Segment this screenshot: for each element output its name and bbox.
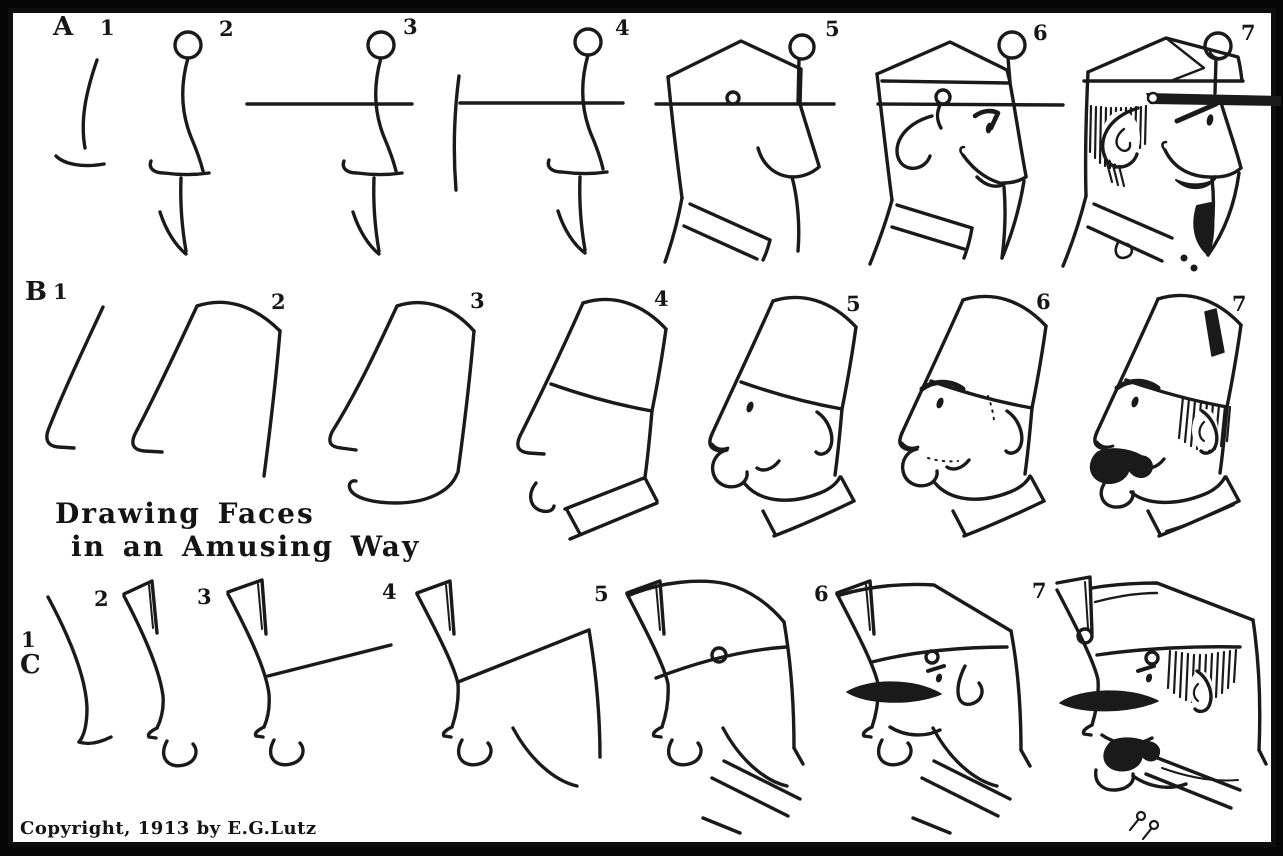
figure-c-step-1 <box>46 595 113 746</box>
figure-a-step-5 <box>654 33 836 264</box>
figure-a-step-3 <box>245 30 414 256</box>
figure-a-step-2 <box>148 30 211 256</box>
figure-b-step-7 <box>1089 293 1243 538</box>
figure-b-step-1 <box>45 305 105 450</box>
figure-c-step-5 <box>625 579 805 835</box>
step-number-c6: 6 <box>813 580 829 607</box>
step-number-c2: 2 <box>93 585 109 612</box>
plate-frame <box>8 8 1276 847</box>
figure-a-step-6 <box>868 30 1065 266</box>
step-number-b5: 5 <box>845 290 861 317</box>
step-number-a6: 6 <box>1032 19 1048 46</box>
step-number-b7: 7 <box>1231 290 1247 317</box>
figure-a-step-7 <box>1061 31 1281 272</box>
copyright-notice: Copyright, 1913 by E.G.Lutz <box>20 818 317 839</box>
step-number-a1: 1 <box>99 14 115 41</box>
figure-b-step-5 <box>708 295 858 538</box>
figure-c-step-6 <box>835 579 1032 835</box>
row-label-c: C <box>20 650 41 680</box>
figure-c-step-3 <box>226 578 393 767</box>
plate-title-line-2: in an Amusing Way <box>71 530 421 563</box>
step-number-c4: 4 <box>381 578 397 605</box>
figure-a-step-4 <box>452 27 625 255</box>
step-number-c3: 3 <box>196 583 212 610</box>
figure-a-step-1 <box>54 58 106 168</box>
step-number-c7: 7 <box>1031 577 1047 604</box>
step-number-b2: 2 <box>270 288 286 315</box>
figure-c-step-7 <box>1055 575 1268 841</box>
figure-b-step-2 <box>131 300 282 478</box>
plate-title-line-1: Drawing Faces <box>55 497 315 530</box>
figure-c-step-2 <box>122 579 198 768</box>
step-number-b3: 3 <box>469 287 485 314</box>
step-number-a7: 7 <box>1240 19 1256 46</box>
figure-c-step-4 <box>415 579 602 788</box>
step-number-b6: 6 <box>1035 288 1051 315</box>
figure-b-step-3 <box>328 301 476 505</box>
step-number-c5: 5 <box>593 580 609 607</box>
step-number-a3: 3 <box>402 13 418 40</box>
figure-b-step-6 <box>898 294 1048 538</box>
step-number-c1: 1 <box>20 626 36 653</box>
figure-b-step-4 <box>516 297 668 541</box>
step-number-a5: 5 <box>824 15 840 42</box>
step-number-b4: 4 <box>653 285 669 312</box>
step-number-b1: 1 <box>52 278 68 305</box>
row-label-b: B <box>25 277 47 307</box>
row-label-a: A <box>53 12 74 42</box>
step-number-a4: 4 <box>614 14 630 41</box>
step-number-a2: 2 <box>218 15 234 42</box>
